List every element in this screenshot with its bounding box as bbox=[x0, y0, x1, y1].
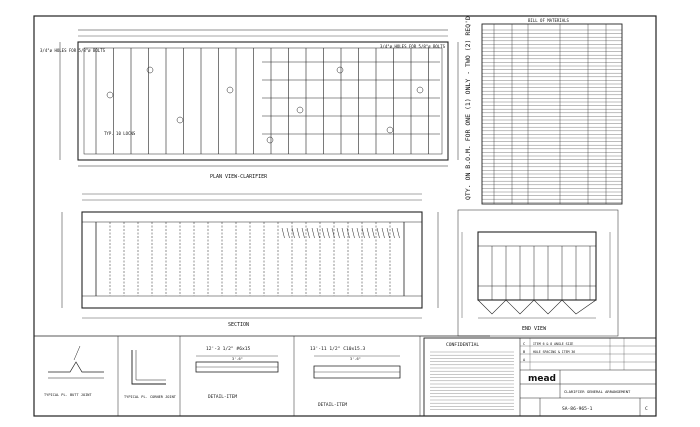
weir-tooth bbox=[356, 227, 360, 239]
bom-table bbox=[481, 23, 623, 205]
weir-tooth bbox=[306, 227, 310, 239]
detail-1-title: DETAIL-ITEM bbox=[208, 394, 237, 400]
rev-c-desc: ITEM 6 & 8 ANGLE SIZE bbox=[533, 342, 573, 346]
plan-right-note: 3/4"ø HOLES FOR 5/8"ø BOLTS bbox=[380, 44, 446, 49]
weir-tooth bbox=[291, 227, 295, 239]
drawing-revision: C bbox=[645, 406, 648, 412]
sheet-border bbox=[33, 15, 657, 417]
weir-tooth bbox=[366, 227, 370, 239]
company-logo: mead bbox=[528, 374, 556, 384]
corner-joint-label: TYPICAL PL. CORNER JOINT bbox=[124, 395, 177, 399]
detail-2-sub: 3'-6" bbox=[350, 357, 361, 361]
rev-b-mark: B bbox=[523, 350, 525, 354]
section-view bbox=[61, 193, 439, 319]
plan-callout-bubble bbox=[416, 86, 424, 94]
detail-2-dim: 13'-11 1/2" C10x15.3 bbox=[310, 346, 366, 352]
weir-tooth bbox=[341, 227, 345, 239]
weir-tooth bbox=[351, 227, 355, 239]
weir-tooth bbox=[376, 227, 380, 239]
weir-tooth bbox=[381, 227, 385, 239]
weir-tooth bbox=[391, 227, 395, 239]
plan-view-title: PLAN VIEW-CLARIFIER bbox=[210, 174, 268, 180]
plan-callout-bubble bbox=[146, 66, 154, 74]
plan-callout-bubble bbox=[106, 91, 114, 99]
detail-2-title: DETAIL-ITEM bbox=[318, 402, 347, 408]
drawing-title: CLARIFIER GENERAL ARRANGEMENT bbox=[564, 389, 631, 394]
plan-callout-bubble bbox=[386, 126, 394, 134]
plan-callout-bubble bbox=[226, 86, 234, 94]
end-view-title: END VIEW bbox=[522, 326, 547, 332]
weir-tooth bbox=[296, 227, 300, 239]
plan-callout-bubble bbox=[176, 116, 184, 124]
bom-header: BILL OF MATERIALS bbox=[528, 18, 570, 23]
weir-tooth bbox=[371, 227, 375, 239]
weir-tooth bbox=[346, 227, 350, 239]
weir-tooth bbox=[336, 227, 340, 239]
title-block bbox=[423, 337, 657, 417]
rotated-note: QTY. ON B.O.M. FOR ONE (1) ONLY - TWO (2… bbox=[464, 16, 472, 200]
confidential-label: CONFIDENTIAL bbox=[446, 342, 479, 348]
weir-tooth bbox=[281, 227, 285, 239]
section-title: SECTION bbox=[228, 322, 249, 328]
weir-tooth bbox=[386, 227, 390, 239]
weir-tooth bbox=[316, 227, 320, 239]
detail-1-dim: 12'-3 1/2" #6x15 bbox=[206, 346, 250, 352]
plan-bottom-note: TYP. 10 LOCNS bbox=[104, 131, 136, 136]
plan-view bbox=[59, 29, 459, 167]
plan-callout-bubble bbox=[336, 66, 344, 74]
weld-detail-label: TYPICAL PL. BUTT JOINT bbox=[44, 393, 92, 397]
plan-callout-bubble bbox=[266, 136, 274, 144]
detail-1-sub: 3'-6" bbox=[232, 357, 243, 361]
weir-tooth bbox=[331, 227, 335, 239]
weir-tooth bbox=[311, 227, 315, 239]
end-view bbox=[457, 209, 619, 337]
weir-tooth bbox=[326, 227, 330, 239]
rev-c-mark: C bbox=[523, 342, 525, 346]
weir-tooth bbox=[361, 227, 365, 239]
detail-strip bbox=[34, 335, 490, 416]
drawing-number: SA-86-965-1 bbox=[562, 406, 593, 412]
weir-tooth bbox=[286, 227, 290, 239]
plan-callout-bubble bbox=[296, 106, 304, 114]
rev-a-mark: A bbox=[523, 358, 526, 362]
plan-left-note: 3/4"ø HOLES FOR 5/8"ø BOLTS bbox=[40, 48, 106, 53]
weir-tooth bbox=[321, 227, 325, 239]
weir-tooth bbox=[301, 227, 305, 239]
rev-b-desc: HOLE SPACING & ITEM 36 bbox=[533, 350, 575, 354]
weir-tooth bbox=[396, 227, 400, 239]
